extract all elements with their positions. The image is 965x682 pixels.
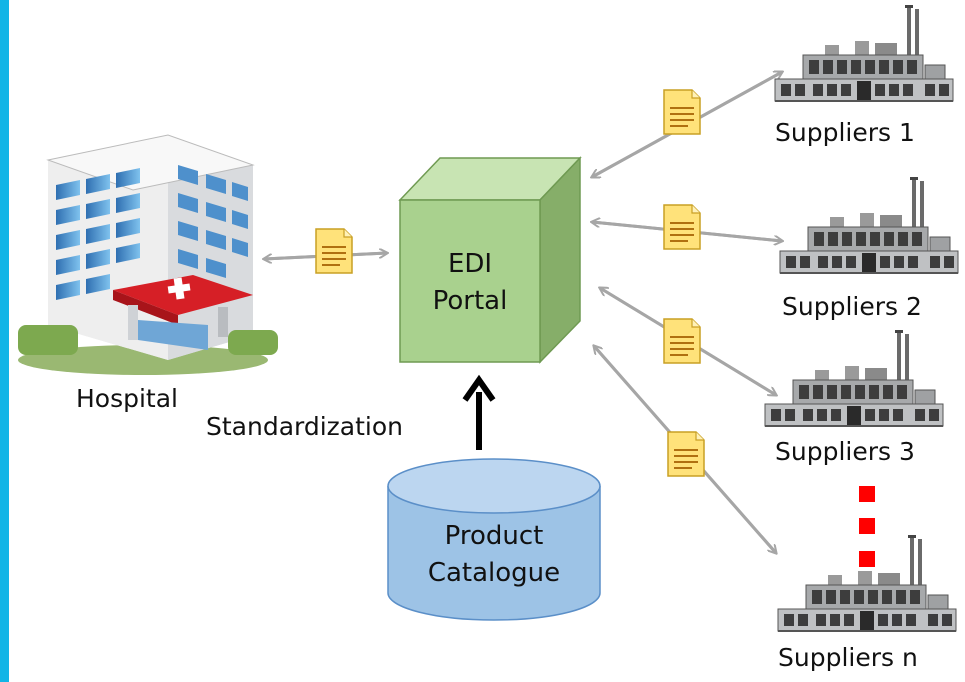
standardization-label: Standardization (206, 412, 404, 441)
factory-icon (774, 4, 954, 102)
document-icon (663, 89, 701, 135)
hospital-building-icon (18, 134, 278, 375)
document-icon (663, 318, 701, 364)
document-icon (667, 431, 705, 477)
edi-portal-label: EDI Portal (400, 246, 540, 320)
factory-icon (764, 329, 944, 427)
edi-portal-line-1: EDI (447, 249, 493, 279)
standardization-arrow (462, 374, 496, 450)
factory-icon (779, 176, 959, 274)
product-catalogue-line-2: Catalogue (427, 558, 561, 588)
document-icon (315, 228, 353, 274)
supplier-2-label: Suppliers 2 (782, 292, 922, 321)
slide-accent-bar (0, 0, 9, 682)
supplier-n-label: Suppliers n (778, 643, 918, 672)
product-catalogue-line-1: Product (444, 521, 544, 551)
factory-icon (777, 534, 957, 632)
hospital-label: Hospital (76, 384, 179, 413)
supplier-3-label: Suppliers 3 (775, 437, 915, 466)
supplier-1-label: Suppliers 1 (775, 118, 915, 147)
product-catalogue-label: Product Catalogue (388, 518, 600, 592)
edi-portal-line-2: Portal (432, 286, 508, 316)
edi-portal-cube (398, 156, 582, 364)
document-icon (663, 204, 701, 250)
more-suppliers-dots (859, 486, 875, 567)
product-catalogue-cylinder (387, 458, 601, 621)
